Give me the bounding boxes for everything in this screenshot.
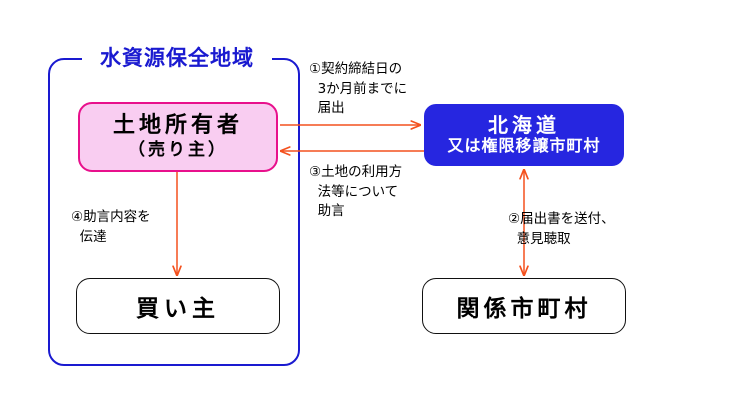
arrow-label-step-1: ①契約締結日の 3か月前までに 届出 xyxy=(309,61,408,117)
arrow-label-step-2: ②届出書を送付、 意見聴取 xyxy=(508,211,615,247)
node-land-owner-subtitle: （売り主） xyxy=(128,139,228,160)
node-related-municipality-title: 関係市町村 xyxy=(456,296,592,322)
node-prefecture: 北海道 又は権限移譲市町村 xyxy=(424,104,624,166)
node-land-owner-title: 土地所有者 xyxy=(112,113,243,139)
arrow-label-step-4: ④助言内容を 伝達 xyxy=(71,209,151,245)
node-buyer-title: 買い主 xyxy=(136,296,220,322)
node-land-owner: 土地所有者 （売り主） xyxy=(78,102,278,172)
node-prefecture-subtitle: 又は権限移譲市町村 xyxy=(447,136,601,155)
arrow-label-step-3: ③土地の利用方 法等について 助言 xyxy=(309,164,403,220)
region-title-notch xyxy=(82,48,272,70)
node-related-municipality: 関係市町村 xyxy=(422,278,626,334)
node-buyer: 買い主 xyxy=(76,278,280,334)
region-title: 水資源保全地域 xyxy=(100,46,254,70)
node-prefecture-title: 北海道 xyxy=(488,113,560,137)
